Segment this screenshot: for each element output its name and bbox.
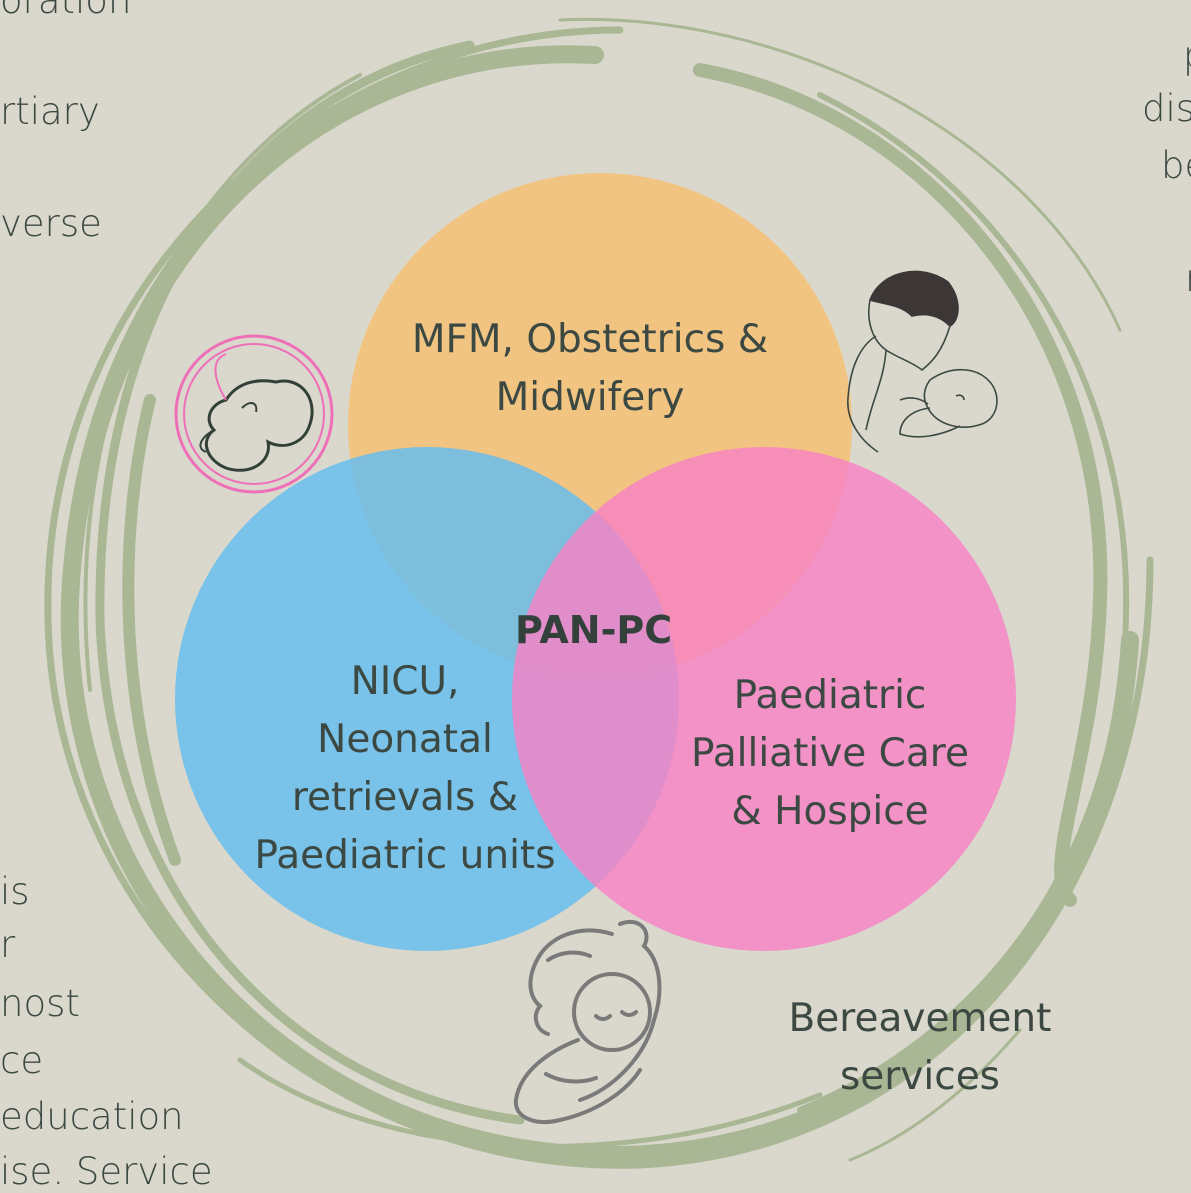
mfm-label-line-2: Midwifery xyxy=(495,375,685,420)
nicu-label-line-3: retrievals & xyxy=(291,775,519,820)
outer-ring xyxy=(44,17,1154,1169)
left-edge-text-5: r xyxy=(0,923,16,966)
bereavement-label-line-2: services xyxy=(839,1054,1001,1099)
mfm-circle-label: MFM, Obstetrics & Midwifery xyxy=(380,311,800,427)
venn-circles xyxy=(175,173,1016,951)
ppc-circle xyxy=(512,447,1016,951)
nicu-label-line-2: Neonatal xyxy=(317,717,493,762)
right-edge-text-3: be xyxy=(1161,144,1191,187)
nicu-circle-label: NICU, Neonatal retrievals & Paediatric u… xyxy=(230,653,580,885)
right-edge-text-2: dis xyxy=(1142,87,1191,130)
nicu-label-line-1: NICU, xyxy=(350,659,460,704)
mfm-label-line-1: MFM, Obstetrics & xyxy=(411,317,769,362)
left-edge-text-9: ise. Service xyxy=(0,1150,213,1193)
nicu-label-line-4: Paediatric units xyxy=(254,833,556,878)
left-edge-text-8: education xyxy=(0,1095,184,1138)
mother-baby-icon xyxy=(513,920,662,1124)
ppc-circle-label: Paediatric Palliative Care & Hospice xyxy=(670,667,990,841)
ppc-label-line-3: & Hospice xyxy=(731,789,929,834)
left-edge-text-1: oration xyxy=(0,0,132,22)
bereavement-label-line-1: Bereavement xyxy=(788,996,1052,1041)
bereavement-services-label: Bereavement services xyxy=(760,990,1080,1106)
pan-pc-center-label: PAN-PC xyxy=(515,608,673,652)
left-edge-text-4: is xyxy=(0,870,30,913)
ppc-label-line-1: Paediatric xyxy=(733,673,927,718)
left-edge-text-6: nost xyxy=(0,982,80,1025)
left-edge-text-3: verse xyxy=(0,202,102,245)
fetus-icon xyxy=(174,334,334,494)
ppc-label-line-2: Palliative Care xyxy=(691,731,969,776)
left-edge-text-7: ce xyxy=(0,1039,44,1082)
right-edge-text-1: p xyxy=(1183,37,1191,74)
right-edge-text-4: r xyxy=(1185,260,1191,297)
left-edge-text-2: rtiary xyxy=(0,90,100,133)
father-baby-icon xyxy=(847,270,998,453)
